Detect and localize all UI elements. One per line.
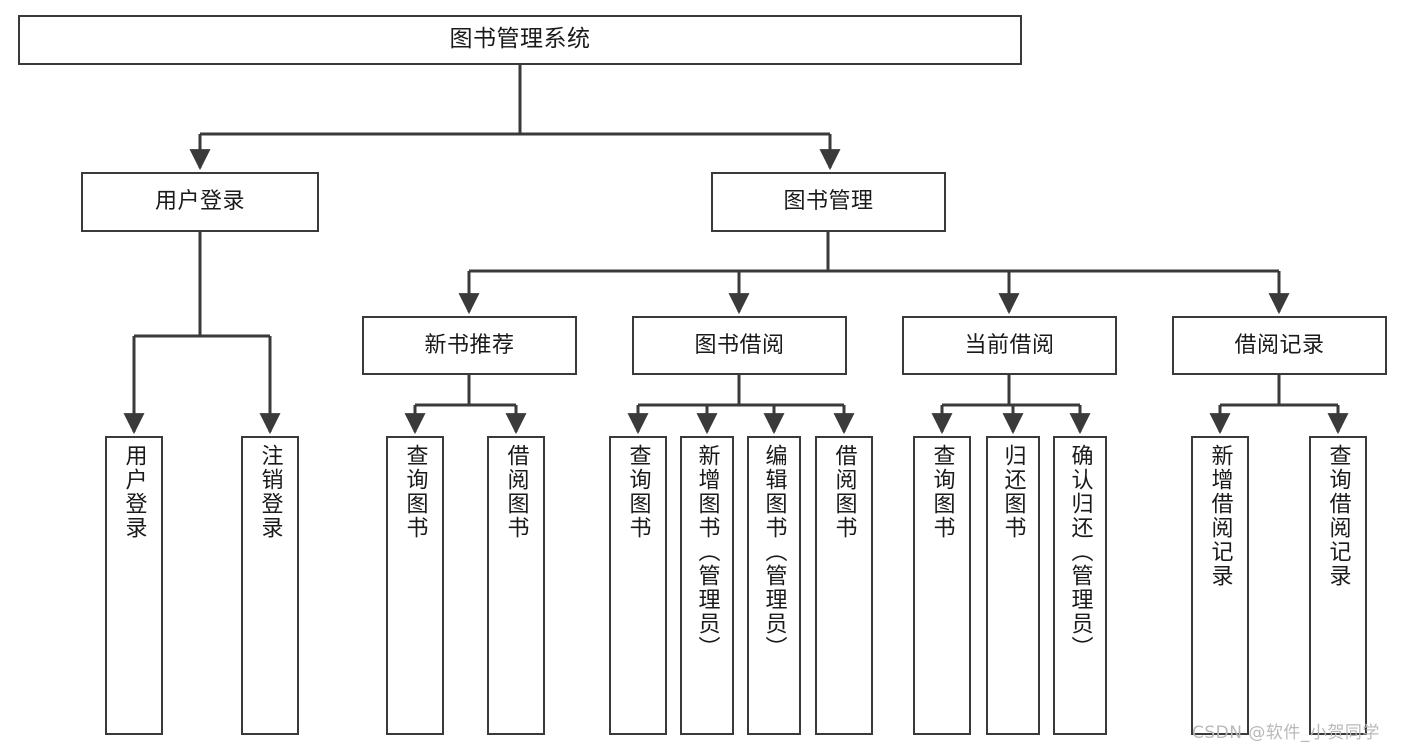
- node-book-management[interactable]: 图书管理: [711, 172, 946, 232]
- node-leaf-borrow-book-label: 借阅图书: [831, 444, 857, 540]
- node-leaf-query-record-label: 查询借阅记录: [1325, 444, 1351, 588]
- node-leaf-edit-book-label: 编辑图书（管理员）: [761, 444, 787, 660]
- node-leaf-borrow-book[interactable]: 借阅图书: [815, 436, 873, 735]
- node-leaf-query-book-borrow[interactable]: 查询图书: [609, 436, 667, 735]
- node-root[interactable]: 图书管理系统: [18, 15, 1022, 65]
- node-leaf-user-logout[interactable]: 注销登录: [241, 436, 299, 735]
- node-leaf-user-login-label: 用户登录: [121, 444, 147, 540]
- node-leaf-query-book-borrow-label: 查询图书: [625, 444, 651, 540]
- node-leaf-query-record[interactable]: 查询借阅记录: [1309, 436, 1367, 735]
- node-leaf-confirm-return[interactable]: 确认归还（管理员）: [1053, 436, 1107, 735]
- node-book-borrow-label: 图书借阅: [694, 332, 785, 358]
- node-borrow-record[interactable]: 借阅记录: [1172, 316, 1387, 375]
- node-leaf-confirm-return-label: 确认归还（管理员）: [1067, 444, 1093, 660]
- node-leaf-add-book-label: 新增图书（管理员）: [694, 444, 720, 660]
- node-leaf-add-record-label: 新增借阅记录: [1207, 444, 1233, 588]
- node-current-borrow[interactable]: 当前借阅: [902, 316, 1117, 375]
- node-leaf-user-logout-label: 注销登录: [257, 444, 283, 540]
- node-leaf-borrow-book-rec[interactable]: 借阅图书: [487, 436, 545, 735]
- node-book-management-label: 图书管理: [783, 189, 874, 215]
- node-leaf-query-book-rec[interactable]: 查询图书: [386, 436, 444, 735]
- node-leaf-return-book[interactable]: 归还图书: [986, 436, 1040, 735]
- node-leaf-add-record[interactable]: 新增借阅记录: [1191, 436, 1249, 735]
- node-leaf-query-book-rec-label: 查询图书: [402, 444, 428, 540]
- node-root-label: 图书管理系统: [449, 26, 591, 53]
- node-leaf-query-book-cur-label: 查询图书: [929, 444, 955, 540]
- node-leaf-edit-book[interactable]: 编辑图书（管理员）: [747, 436, 801, 735]
- node-leaf-borrow-book-rec-label: 借阅图书: [503, 444, 529, 540]
- node-new-book-recommend[interactable]: 新书推荐: [362, 316, 577, 375]
- node-leaf-query-book-cur[interactable]: 查询图书: [913, 436, 971, 735]
- csdn-watermark: CSDN @软件_小贺同学: [1192, 723, 1380, 743]
- node-user-login-label: 用户登录: [154, 189, 245, 215]
- node-leaf-add-book[interactable]: 新增图书（管理员）: [680, 436, 734, 735]
- node-leaf-user-login[interactable]: 用户登录: [105, 436, 163, 735]
- node-new-book-recommend-label: 新书推荐: [424, 332, 515, 358]
- node-book-borrow[interactable]: 图书借阅: [632, 316, 847, 375]
- node-borrow-record-label: 借阅记录: [1234, 332, 1325, 358]
- node-leaf-return-book-label: 归还图书: [1000, 444, 1026, 540]
- node-user-login[interactable]: 用户登录: [81, 172, 319, 232]
- node-current-borrow-label: 当前借阅: [964, 332, 1055, 358]
